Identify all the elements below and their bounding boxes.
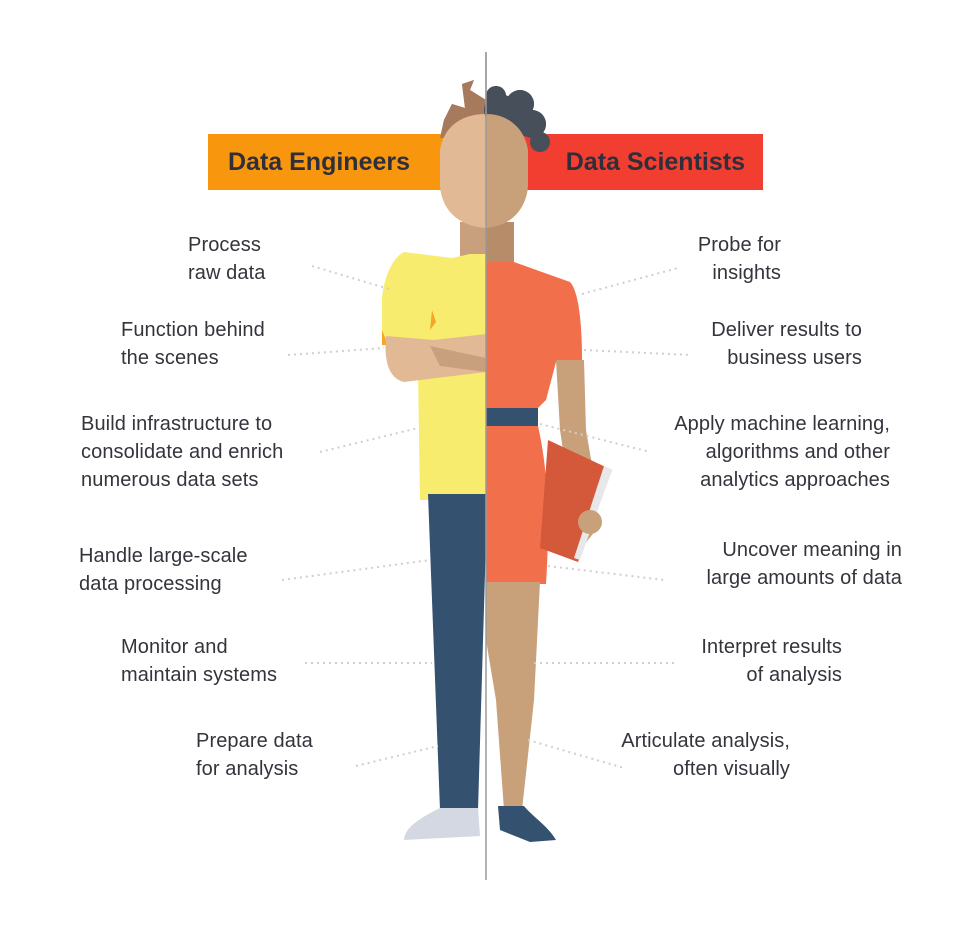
scientist-trait-deliver-results: Deliver results to business users xyxy=(711,319,862,369)
data-scientists-header: Data Scientists xyxy=(492,134,763,190)
data-engineer-figure xyxy=(382,80,486,840)
right-connectors xyxy=(527,267,691,769)
engineer-trait-monitor-systems: Monitor and maintain systems xyxy=(121,636,278,686)
engineer-trait-build-infrastructure: Build infrastructure to consolidate and … xyxy=(81,413,284,491)
scientist-trait-articulate-analysis: Articulate analysis, often visually xyxy=(621,730,790,780)
scientist-trait-apply-ml: Apply machine learning, algorithms and o… xyxy=(674,413,890,491)
scientist-trait-interpret-results: Interpret results of analysis xyxy=(701,636,842,686)
data-engineers-header: Data Engineers xyxy=(208,134,480,190)
engineer-trait-large-scale-processing: Handle large-scale data processing xyxy=(79,545,248,595)
engineer-trait-behind-scenes: Function behind the scenes xyxy=(121,319,265,369)
scientist-trait-probe-insights: Probe for insights xyxy=(697,234,781,284)
engineer-trait-prepare-data: Prepare data for analysis xyxy=(196,730,313,780)
data-engineers-title: Data Engineers xyxy=(228,147,411,176)
left-connectors xyxy=(281,265,439,767)
data-scientists-title: Data Scientists xyxy=(565,147,745,176)
engineer-trait-process-raw-data: Process raw data xyxy=(188,234,266,284)
data-scientist-figure xyxy=(484,86,612,842)
scientist-trait-uncover-meaning: Uncover meaning in large amounts of data xyxy=(706,539,902,589)
